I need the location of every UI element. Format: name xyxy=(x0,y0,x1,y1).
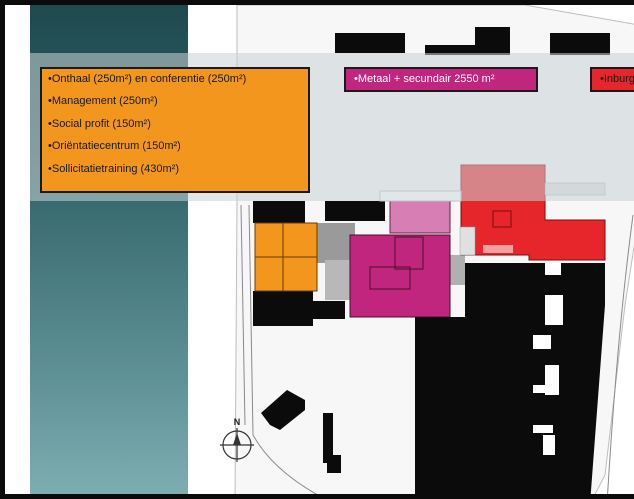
orange-legend-box: •Onthaal (250m²) en conferentie (250m²) … xyxy=(40,67,310,193)
building-bottom-1 xyxy=(261,390,305,430)
street-line-left-2 xyxy=(248,204,254,436)
building-top-5 xyxy=(325,201,385,221)
orange-legend-item: •Management (250m²) xyxy=(48,95,158,108)
red-legend-box: •Inburg xyxy=(590,67,634,92)
building-left-3 xyxy=(305,301,345,319)
building-top-4 xyxy=(550,33,610,55)
building-bottom-2 xyxy=(323,413,333,463)
building-left-1 xyxy=(253,201,305,223)
street-line-right xyxy=(607,214,634,494)
orange-legend-item: •Social profit (150m²) xyxy=(48,117,151,130)
north-arrow-icon: N xyxy=(220,417,254,462)
hatch-area-2 xyxy=(459,226,476,256)
building-top-3 xyxy=(475,27,510,55)
building-bottom-3 xyxy=(327,455,341,473)
magenta-building xyxy=(349,234,451,318)
north-label: N xyxy=(234,417,241,427)
building-top-2 xyxy=(425,45,485,55)
building-top-1 xyxy=(335,33,405,53)
orange-legend-item: •Oriëntatiecentrum (150m²) xyxy=(48,140,181,153)
building-left-2 xyxy=(253,291,313,326)
magenta-building-back xyxy=(389,200,451,234)
magenta-legend-box: •Metaal + secundair 2550 m² xyxy=(344,67,538,92)
street-line-left xyxy=(240,204,246,426)
orange-legend-item: •Sollicitatietraining (430m²) xyxy=(48,162,180,175)
orange-legend-item: •Onthaal (250m²) en conferentie (250m²) xyxy=(48,73,247,85)
street-curve xyxy=(252,434,318,494)
